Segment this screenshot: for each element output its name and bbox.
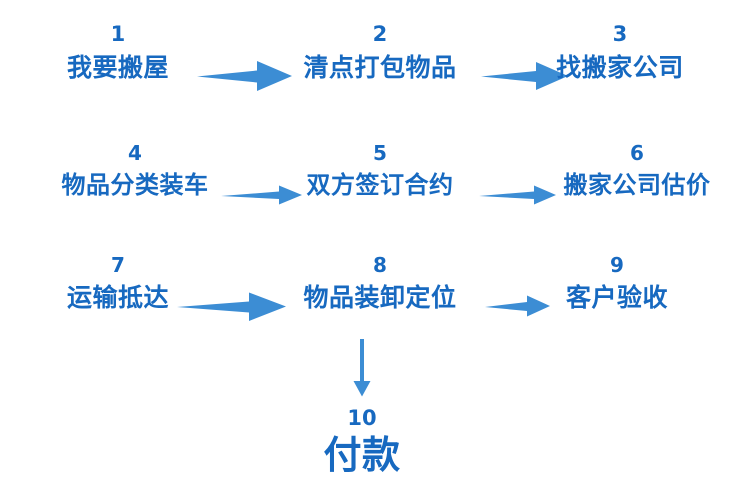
flow-step-7: 7 运输抵达 <box>67 255 169 312</box>
step-1-label: 我要搬屋 <box>66 53 170 82</box>
arrow-right-icon-4-to-5 <box>221 184 303 206</box>
step-2-number: 2 <box>372 22 388 46</box>
step-3-label: 找搬家公司 <box>556 53 684 82</box>
flow-step-9: 9 客户验收 <box>566 255 668 312</box>
arrow-right-icon-2-to-3 <box>481 60 569 92</box>
flow-step-4: 4 物品分类装车 <box>62 143 209 198</box>
arrow-right-icon-1-to-2 <box>197 59 293 93</box>
step-7-number: 7 <box>111 253 125 277</box>
flow-step-8: 8 物品装卸定位 <box>303 255 456 312</box>
step-10-label: 付款 <box>323 433 401 477</box>
step-10-number: 10 <box>347 406 377 430</box>
step-3-number: 3 <box>612 22 628 46</box>
arrow-down-icon-8-to-10 <box>350 339 374 397</box>
step-4-number: 4 <box>128 141 142 165</box>
step-1-number: 1 <box>110 22 126 46</box>
flow-step-2: 2 清点打包物品 <box>303 24 456 82</box>
step-6-number: 6 <box>630 141 644 165</box>
flow-step-3: 3 找搬家公司 <box>556 24 684 82</box>
step-5-label: 双方签订合约 <box>306 171 454 199</box>
flow-step-10: 10 付款 <box>323 408 400 477</box>
step-5-number: 5 <box>373 141 387 165</box>
flow-step-1: 1 我要搬屋 <box>67 24 169 82</box>
step-7-label: 运输抵达 <box>66 283 170 312</box>
step-6-label: 搬家公司估价 <box>563 171 711 199</box>
step-9-label: 客户验收 <box>565 283 669 312</box>
step-4-label: 物品分类装车 <box>61 171 209 199</box>
arrow-right-icon-7-to-8 <box>177 291 287 323</box>
step-9-number: 9 <box>610 253 624 277</box>
step-8-number: 8 <box>373 253 387 277</box>
step-2-label: 清点打包物品 <box>303 53 457 82</box>
flow-step-6: 6 搬家公司估价 <box>564 143 711 198</box>
arrow-right-icon-8-to-9 <box>485 294 551 318</box>
arrow-right-icon-5-to-6 <box>479 184 557 206</box>
flow-step-5: 5 双方签订合约 <box>307 143 454 198</box>
step-8-label: 物品装卸定位 <box>303 283 457 312</box>
